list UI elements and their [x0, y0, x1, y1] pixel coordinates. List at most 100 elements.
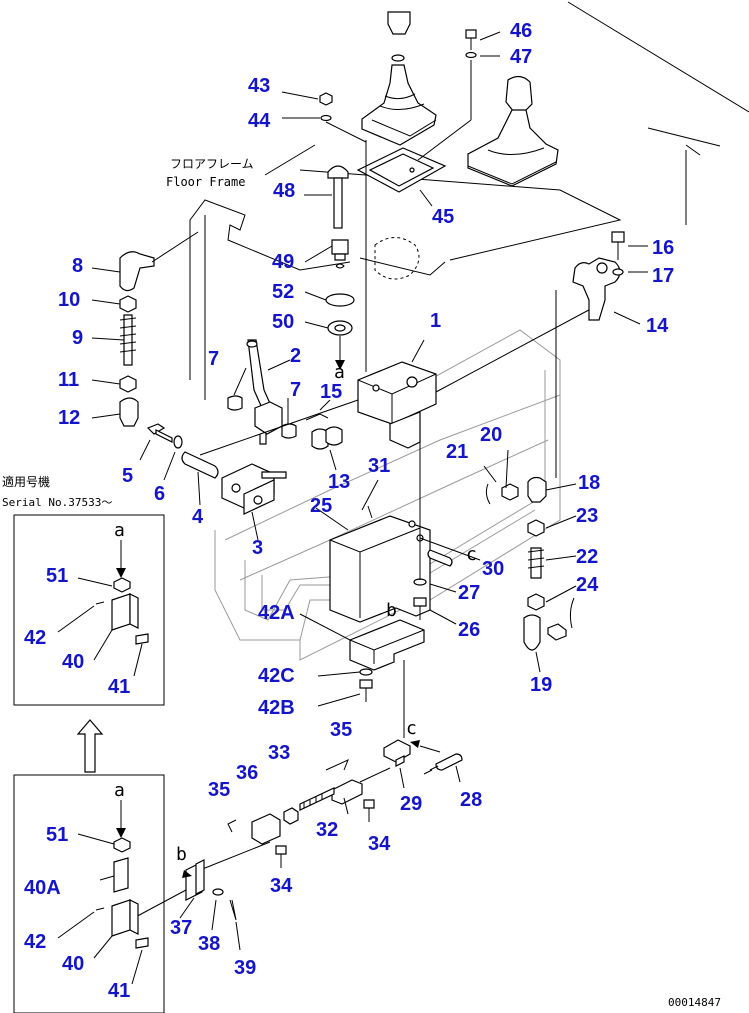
bushings-13-15 [305, 399, 343, 471]
callout-29: 29 [400, 793, 422, 815]
callout-52: 52 [272, 281, 294, 303]
callout-37: 37 [170, 917, 192, 939]
serial-inset-box [13, 514, 165, 706]
callout-2: 2 [290, 345, 301, 367]
cable-28 [383, 739, 463, 789]
callout-34-right: 34 [368, 833, 391, 855]
plate-42A [299, 613, 425, 738]
callout-1: 1 [430, 310, 441, 332]
bolt-26-27 [413, 420, 457, 625]
callout-48: 48 [273, 180, 295, 202]
callout-11: 11 [58, 369, 79, 391]
ref-letter-b-lower: b [176, 844, 187, 865]
callout-31: 31 [368, 455, 390, 477]
ref-letter-a-upper-inset: a [114, 520, 125, 541]
text-labels: フロアフレーム Floor Frame 適用号機 Serial No.37533… [2, 157, 721, 1009]
callout-50: 50 [272, 311, 294, 333]
callout-7-right: 7 [290, 379, 301, 401]
callout-22: 22 [576, 546, 598, 568]
joystick-right [467, 75, 559, 187]
applicable-jp-label: 適用号機 [2, 474, 50, 489]
bracket-3 [221, 463, 287, 541]
callout-7-left: 7 [208, 348, 219, 370]
callout-5: 5 [122, 465, 133, 487]
hollow-arrow [76, 719, 104, 773]
callout-42-lower-inset: 42 [24, 931, 46, 953]
callout-28: 28 [460, 789, 482, 811]
ref-letter-b-main: b [386, 600, 397, 621]
callout-33: 33 [268, 742, 290, 764]
callout-42-upper-inset: 42 [24, 627, 46, 649]
callout-36: 36 [236, 762, 258, 784]
callout-21: 21 [446, 441, 468, 463]
callout-44: 44 [248, 110, 271, 132]
callout-42B: 42B [258, 697, 295, 719]
callout-41-lower-inset: 41 [108, 980, 130, 1002]
ref-letter-c-main: c [466, 544, 477, 565]
callout-24: 24 [576, 574, 599, 596]
callout-17: 17 [652, 265, 674, 287]
callout-47: 47 [510, 46, 532, 68]
callout-51-lower-inset: 51 [46, 824, 68, 846]
linkage-left [91, 231, 199, 427]
callout-42C: 42C [258, 665, 295, 687]
part-callouts: 46 47 43 44 48 45 16 17 8 49 14 10 52 1 … [24, 20, 674, 1002]
callout-6: 6 [154, 483, 165, 505]
callout-45: 45 [432, 206, 454, 228]
callout-27: 27 [458, 582, 480, 604]
callout-23: 23 [576, 505, 598, 527]
bracket-31 [315, 479, 481, 623]
ref-letter-a-lower-inset: a [114, 780, 125, 801]
callout-30: 30 [482, 558, 504, 580]
callout-9: 9 [72, 327, 83, 349]
callout-12: 12 [58, 407, 80, 429]
callout-35-lower: 35 [208, 779, 230, 801]
floor-frame-leader [264, 144, 316, 176]
joystick-left [361, 11, 437, 146]
ref-letter-c-lower: c [406, 718, 417, 739]
nut-washer-43-44 [281, 91, 367, 143]
callout-34-left: 34 [270, 875, 293, 897]
callout-19: 19 [530, 674, 552, 696]
callout-39: 39 [234, 957, 256, 979]
bracket-1 [357, 339, 437, 449]
callout-26: 26 [458, 619, 480, 641]
callout-40A-lower-inset: 40A [24, 877, 61, 899]
serial-no-label: Serial No.37533～ [2, 496, 112, 509]
callout-3: 3 [252, 537, 263, 559]
reference-letters: a a a b b c c [114, 362, 477, 865]
callout-38: 38 [198, 933, 220, 955]
callout-32: 32 [316, 819, 338, 841]
callout-14: 14 [646, 315, 669, 337]
callout-42A: 42A [258, 602, 295, 624]
callout-49: 49 [272, 251, 294, 273]
callout-40-upper-inset: 40 [62, 651, 84, 673]
pin-bolt [139, 423, 219, 506]
lower-inset-box [13, 774, 165, 1013]
callout-43: 43 [248, 75, 270, 97]
ref-letter-a-main: a [334, 362, 345, 383]
floor-frame-en-label: Floor Frame [166, 175, 245, 189]
leaders-main [199, 140, 601, 456]
bolt-46-47 [417, 29, 501, 161]
joint-14 [555, 231, 648, 478]
callout-40-lower-inset: 40 [62, 953, 84, 975]
bolt-48-stack [304, 165, 355, 370]
callout-41-upper-inset: 41 [108, 676, 130, 698]
bracket-37 [129, 859, 241, 951]
callout-25: 25 [310, 495, 332, 517]
callout-4: 4 [192, 506, 204, 528]
callout-35-upper: 35 [330, 719, 352, 741]
callout-10: 10 [58, 289, 80, 311]
gear-outline [374, 237, 420, 280]
callout-20: 20 [480, 424, 502, 446]
callout-16: 16 [652, 237, 674, 259]
callout-13: 13 [328, 471, 350, 493]
boot-plate [356, 147, 447, 207]
callout-15: 15 [320, 381, 342, 403]
floor-frame-jp-label: フロアフレーム [170, 157, 254, 171]
lever-2 [227, 339, 297, 445]
callout-51-upper-inset: 51 [46, 565, 68, 587]
linkage-right [483, 449, 577, 673]
